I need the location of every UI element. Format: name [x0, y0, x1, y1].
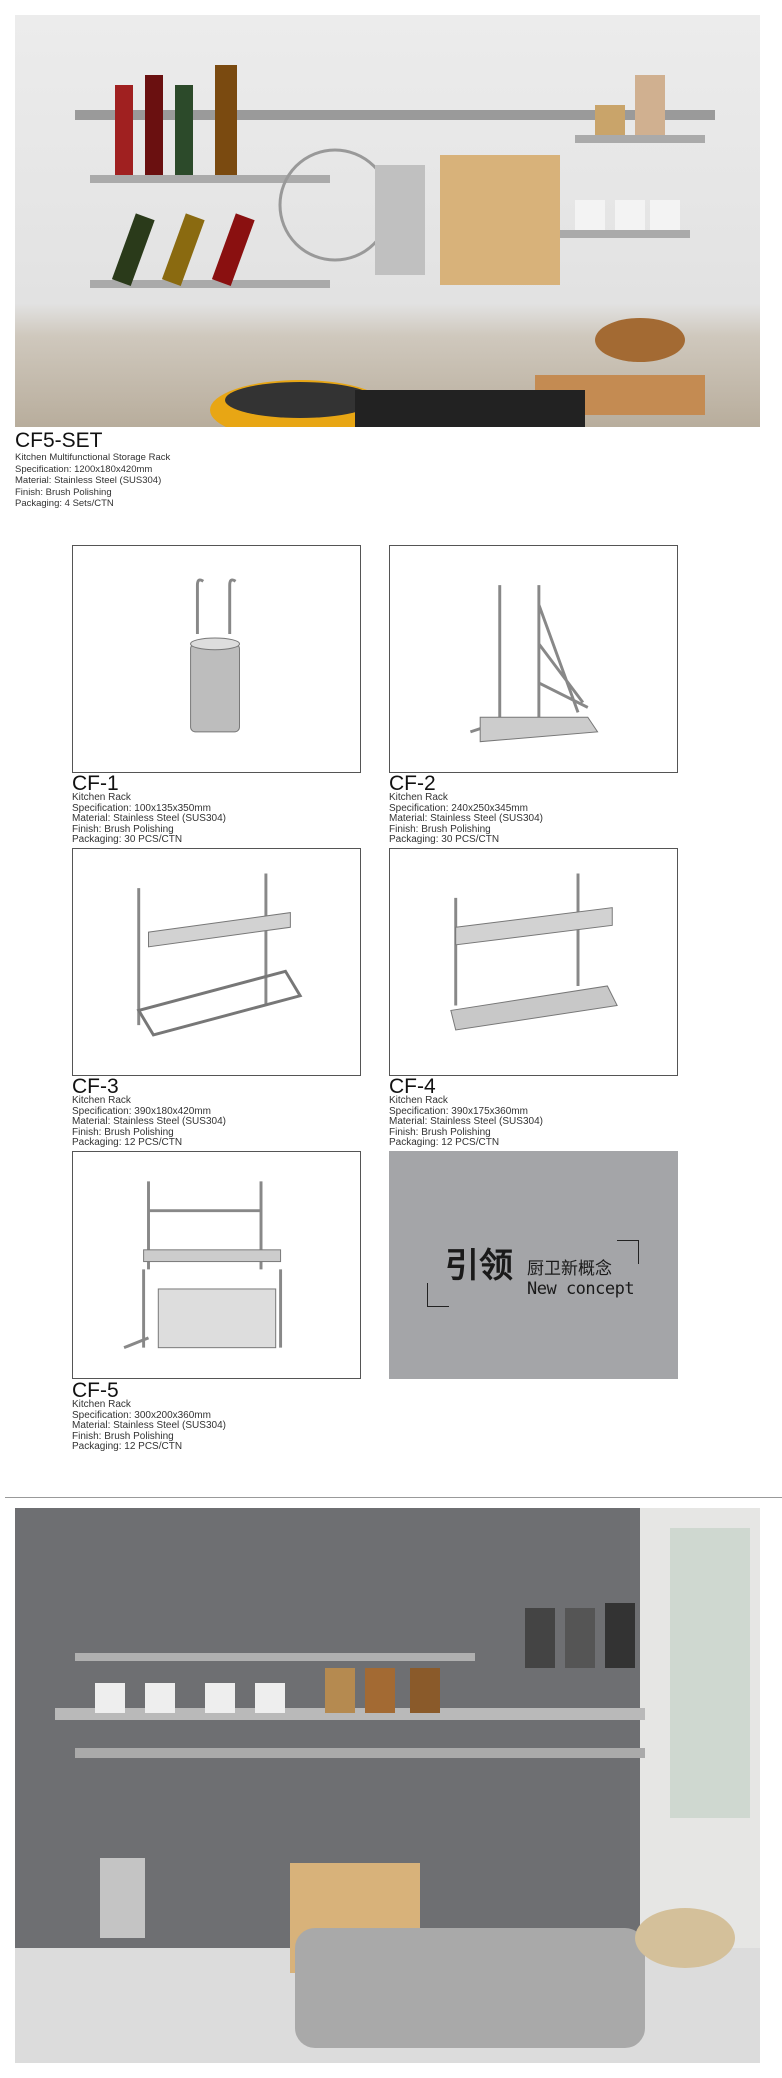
- product-image-cf-2: [389, 545, 678, 773]
- concept-subtitle-english: New concept: [527, 1279, 635, 1299]
- product-description: Kitchen Rack: [72, 792, 131, 803]
- hero-description: Kitchen Multifunctional Storage Rack: [15, 452, 171, 463]
- product-code: CF-4: [389, 1075, 436, 1098]
- product-image-cf-3: [72, 848, 361, 1076]
- kitchen-scene-photo: [15, 1508, 760, 2063]
- product-description: Kitchen Rack: [72, 1399, 131, 1410]
- hero-finish: Finish: Brush Polishing: [15, 486, 112, 498]
- product-specification: Specification: 300x200x360mm: [72, 1409, 211, 1421]
- product-finish: Finish: Brush Polishing: [72, 1430, 174, 1442]
- product-code: CF-5: [72, 1379, 119, 1402]
- hero-packaging: Packaging: 4 Sets/CTN: [15, 498, 114, 509]
- section-divider: [5, 1497, 782, 1498]
- product-specification: Specification: 100x135x350mm: [72, 802, 211, 814]
- product-packaging: Packaging: 12 PCS/CTN: [389, 1137, 500, 1148]
- product-specification: Specification: 390x175x360mm: [389, 1105, 528, 1117]
- product-material: Material: Stainless Steel (SUS304): [72, 1116, 226, 1127]
- product-finish: Finish: Brush Polishing: [389, 823, 491, 835]
- product-material: Material: Stainless Steel (SUS304): [389, 1116, 543, 1127]
- concept-title-chinese: 引领: [445, 1246, 513, 1286]
- product-packaging: Packaging: 30 PCS/CTN: [72, 834, 183, 845]
- product-description: Kitchen Rack: [72, 1095, 131, 1106]
- product-specification: Specification: 390x180x420mm: [72, 1105, 211, 1117]
- product-packaging: Packaging: 30 PCS/CTN: [389, 834, 500, 845]
- new-concept-banner: 引领 厨卫新概念 New concept: [389, 1151, 678, 1379]
- product-code: CF-3: [72, 1075, 119, 1098]
- product-finish: Finish: Brush Polishing: [72, 1126, 174, 1138]
- product-image-cf-4: [389, 848, 678, 1076]
- product-material: Material: Stainless Steel (SUS304): [389, 813, 543, 824]
- hero-code: CF5-SET: [15, 429, 103, 452]
- hero-photo-kitchen-rack: [15, 15, 760, 427]
- corner-bracket-top-right: [617, 1240, 639, 1264]
- product-material: Material: Stainless Steel (SUS304): [72, 813, 226, 824]
- product-packaging: Packaging: 12 PCS/CTN: [72, 1441, 183, 1452]
- hero-specs: Kitchen Multifunctional Storage Rack Spe…: [15, 452, 170, 510]
- product-finish: Finish: Brush Polishing: [72, 823, 174, 835]
- corner-bracket-bottom-left: [427, 1283, 449, 1307]
- product-code: CF-1: [72, 772, 119, 795]
- product-image-cf-1: [72, 545, 361, 773]
- product-description: Kitchen Rack: [389, 1095, 448, 1106]
- product-packaging: Packaging: 12 PCS/CTN: [72, 1137, 183, 1148]
- product-material: Material: Stainless Steel (SUS304): [72, 1420, 226, 1431]
- product-description: Kitchen Rack: [389, 792, 448, 803]
- hero-material: Material: Stainless Steel (SUS304): [15, 475, 162, 486]
- product-image-cf-5: [72, 1151, 361, 1379]
- concept-subtitle-chinese: 厨卫新概念: [527, 1259, 612, 1279]
- product-code: CF-2: [389, 772, 436, 795]
- hero-specification: Specification: 1200x180x420mm: [15, 463, 153, 475]
- product-specification: Specification: 240x250x345mm: [389, 802, 528, 814]
- product-finish: Finish: Brush Polishing: [389, 1126, 491, 1138]
